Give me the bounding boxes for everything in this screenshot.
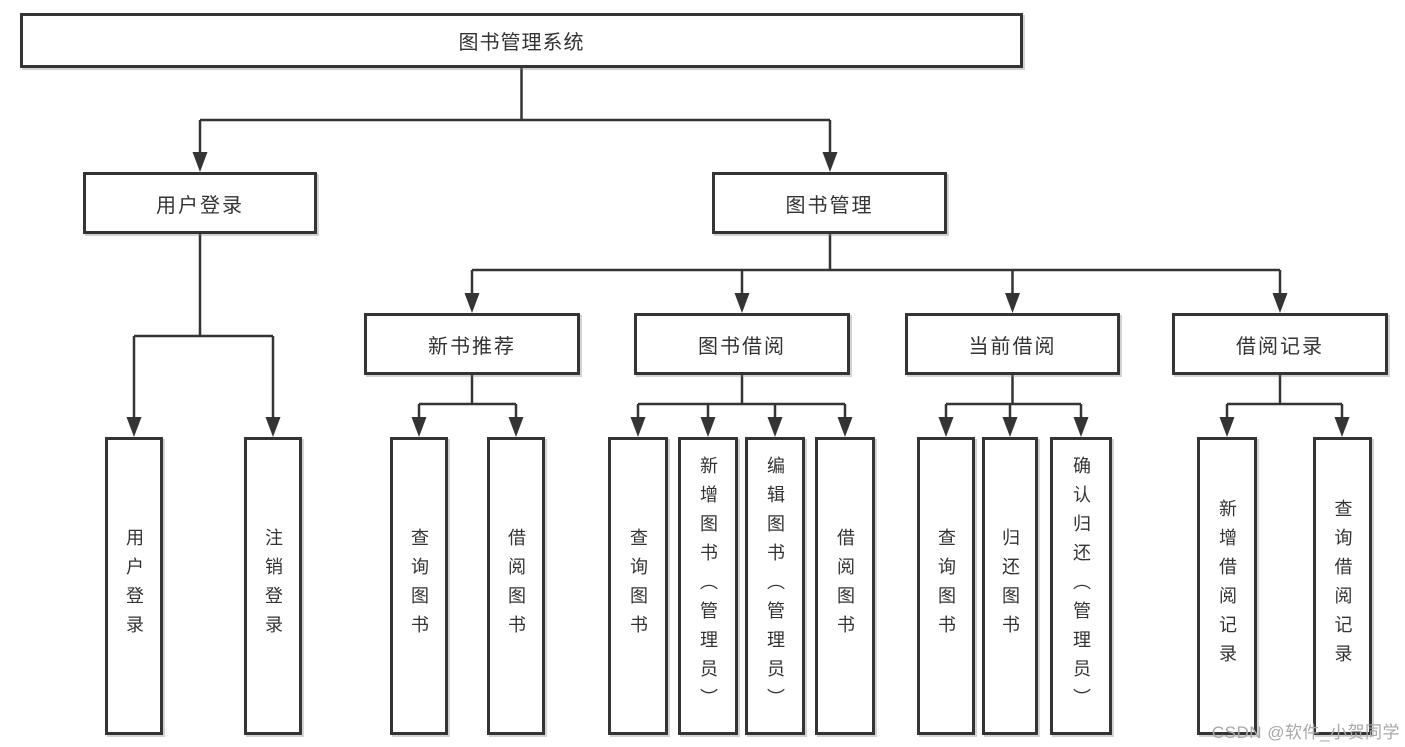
leaf-record-query: 查询借阅记录: [1313, 437, 1372, 735]
node-book-borrow: 图书借阅: [634, 313, 850, 375]
node-borrow-record: 借阅记录: [1172, 313, 1388, 375]
node-current-borrow: 当前借阅: [905, 313, 1120, 375]
leaf-newbook-borrow: 借阅图书: [487, 437, 545, 735]
leaf-borrow-query: 查询图书: [608, 437, 668, 735]
leaf-newbook-query: 查询图书: [390, 437, 448, 735]
leaf-logout-login: 注销登录: [244, 437, 302, 735]
node-root: 图书管理系统: [20, 13, 1023, 68]
leaf-borrow-borrow: 借阅图书: [815, 437, 875, 735]
leaf-current-confirm-admin: 确认归还（管理员）: [1050, 437, 1112, 735]
leaf-current-return: 归还图书: [982, 437, 1038, 735]
leaf-user-login: 用户登录: [105, 437, 163, 735]
node-book-mgmt-branch: 图书管理: [712, 172, 947, 234]
leaf-borrow-edit-admin: 编辑图书（管理员）: [745, 437, 805, 735]
leaf-borrow-add-admin: 新增图书（管理员）: [678, 437, 738, 735]
csdn-watermark: CSDN @软件_小贺同学: [1211, 723, 1400, 742]
leaf-record-add: 新增借阅记录: [1197, 437, 1257, 735]
node-new-book: 新书推荐: [364, 313, 580, 375]
node-user-login-branch: 用户登录: [83, 172, 317, 234]
leaf-current-query: 查询图书: [917, 437, 975, 735]
